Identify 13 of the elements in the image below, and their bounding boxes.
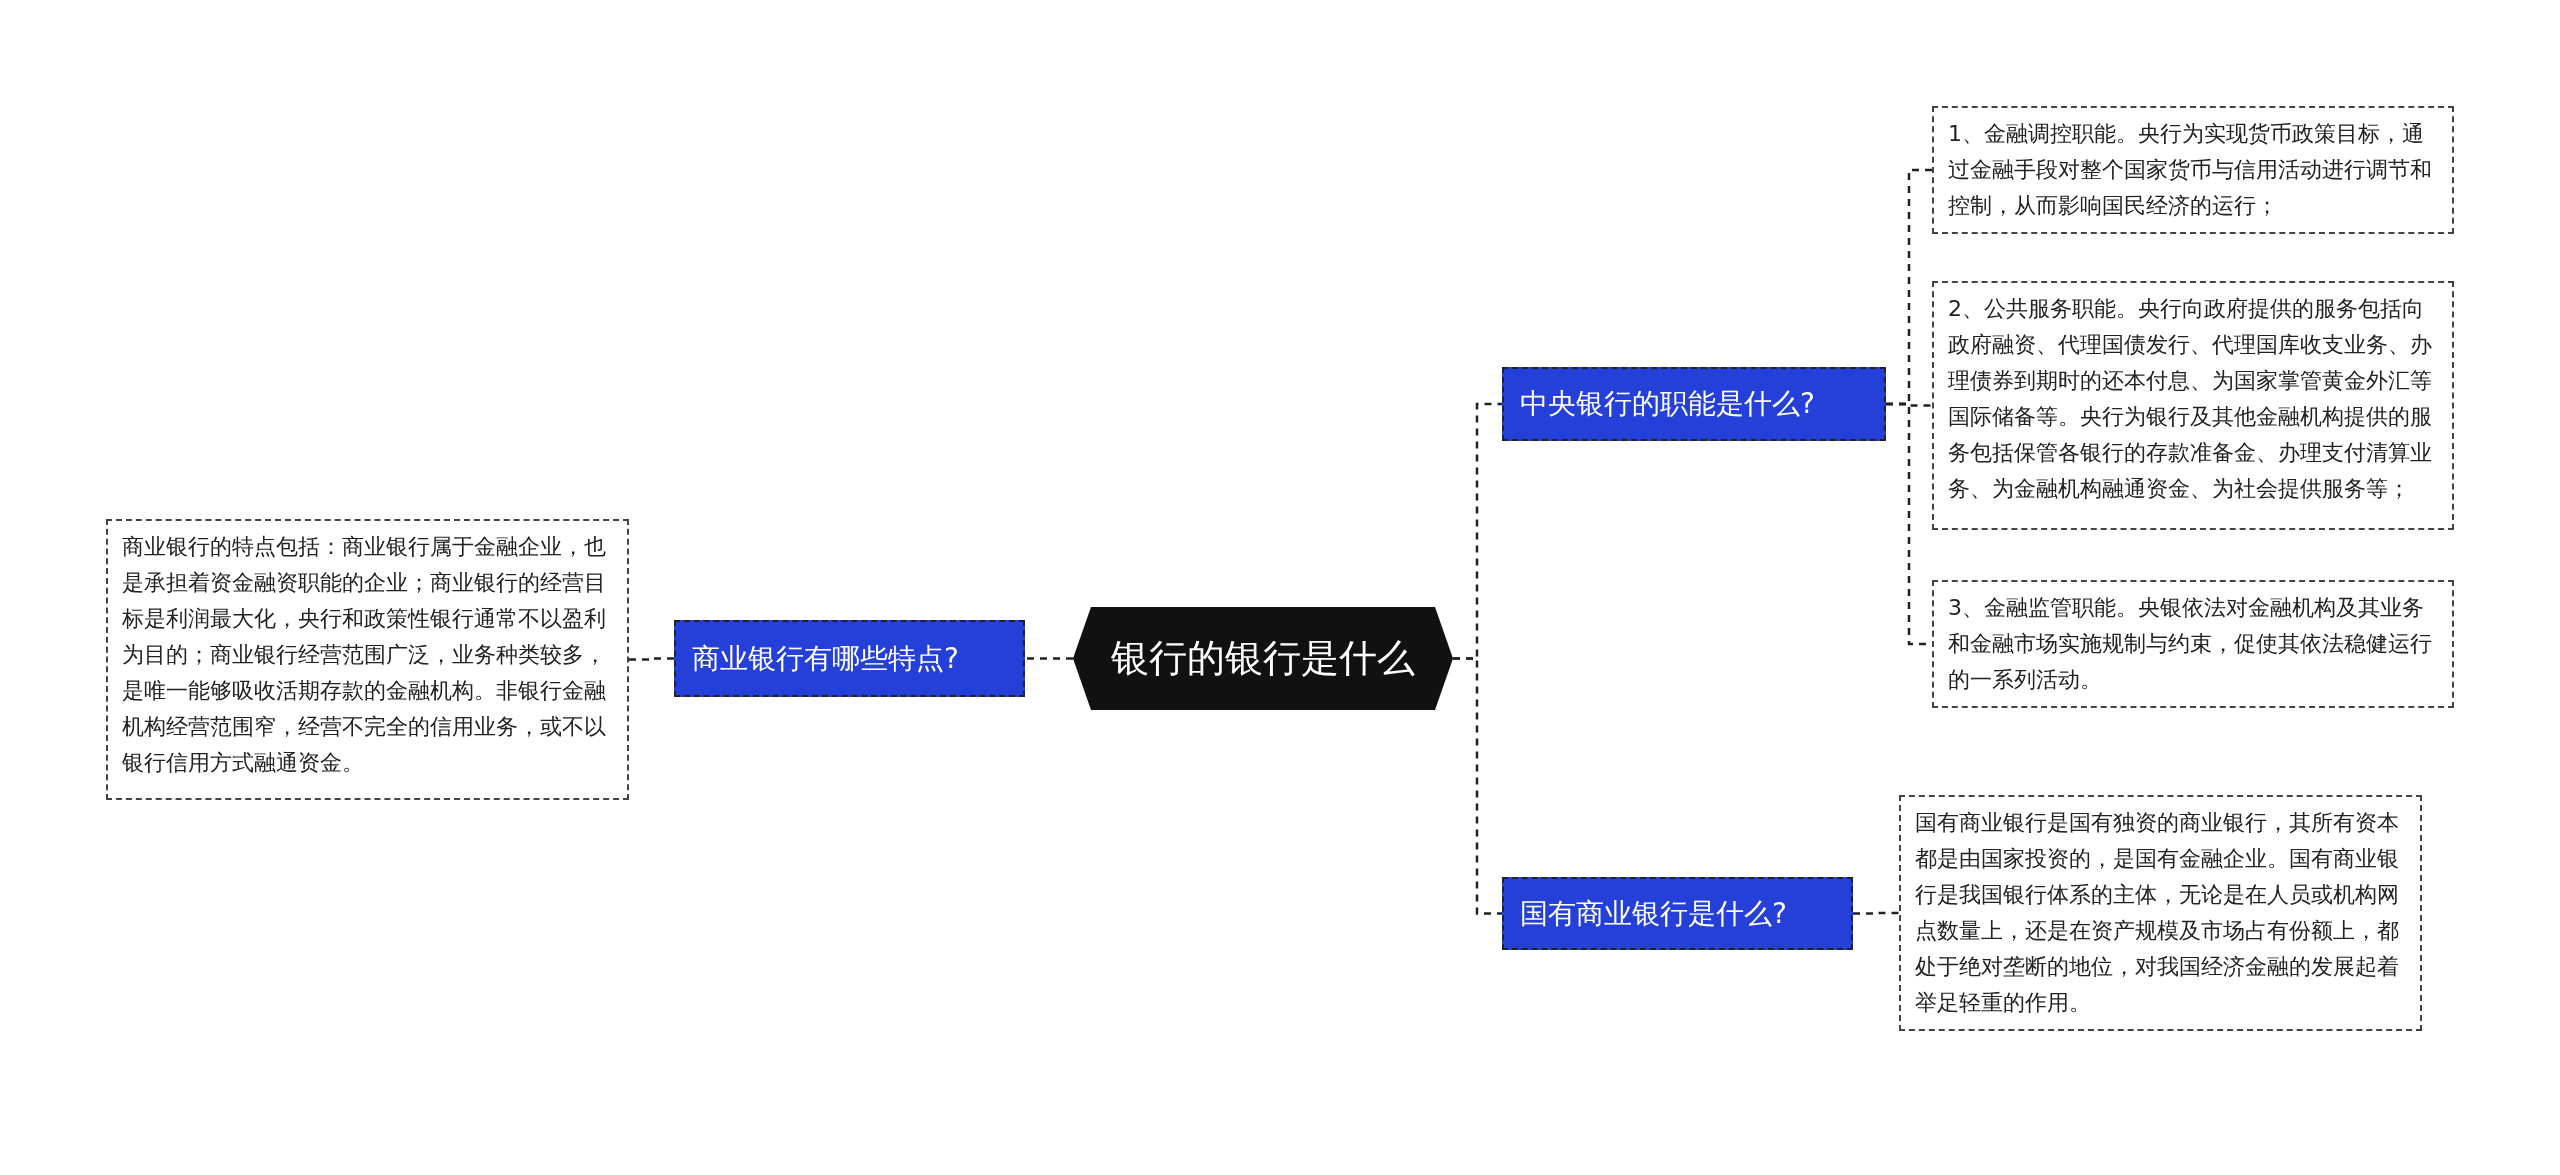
connector-line (1853, 911, 1899, 915)
central-topic-hexagon: 银行的银行是什么 (1073, 607, 1453, 710)
connector-line (629, 657, 674, 661)
topic-box: 中央银行的职能是什么? (1502, 367, 1886, 441)
text-box: 国有商业银行是国有独资的商业银行，其所有资本都是由国家投资的，是国有金融企业。国有商业银行是我国银行体系的主体，无论是在人员或机构网点数量上，还是在资产规模及市场占有份额上，都处于绝对垄断的地位，对我国经济金融的发展起着举足轻重的作用。 (1899, 795, 2422, 1031)
connector-line (1453, 657, 1502, 915)
text-box: 2、公共服务职能。央行向政府提供的服务包括向政府融资、代理国债发行、代理国库收支业务、办理债券到期时的还本付息、为国家掌管黄金外汇等国际储备等。央行为银行及其他金融机构提供的服务包括保管各银行的存款准备金、办理支付清算业务、为金融机构融通资金、为社会提供服务等； (1932, 281, 2454, 530)
text-box: 商业银行的特点包括：商业银行属于金融企业，也是承担着资金融资职能的企业；商业银行的经营目标是利润最大化，央行和政策性银行通常不以盈利为目的；商业银行经营范围广泛，业务种类较多，是唯一能够吸收活期存款的金融机构。非银行金融机构经营范围窄，经营不完全的信用业务，或不以银行信用方式融通资金。 (106, 519, 629, 800)
text-box: 3、金融监管职能。央银依法对金融机构及其业务和金融市场实施规制与约束，促使其依法稳健运行的一系列活动。 (1932, 580, 2454, 708)
topic-box: 商业银行有哪些特点? (674, 620, 1025, 697)
text-box: 1、金融调控职能。央行为实现货币政策目标，通过金融手段对整个国家货币与信用活动进行调节和控制，从而影响国民经济的运行； (1932, 106, 2454, 234)
topic-box: 国有商业银行是什么? (1502, 877, 1853, 950)
connector-line (1025, 657, 1073, 660)
